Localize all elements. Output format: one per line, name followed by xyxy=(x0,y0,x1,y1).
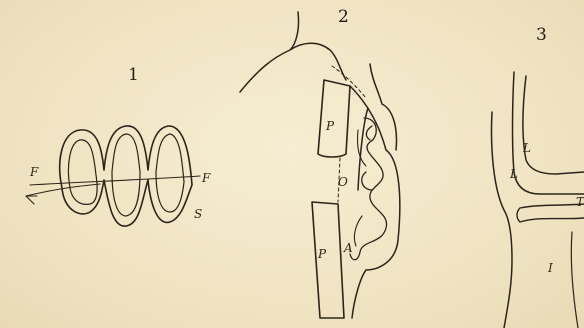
fig3-t-band xyxy=(517,204,584,222)
figure-3-number: 3 xyxy=(536,25,547,45)
figure-1: 1 F F S xyxy=(26,65,211,226)
fig1-arrow-icon xyxy=(26,196,37,204)
fig2-label-p-top: P xyxy=(325,119,335,133)
fig1-thread xyxy=(30,176,200,185)
fig3-lower-wall xyxy=(571,232,578,328)
fig2-stalk xyxy=(240,12,346,92)
fig2-duct-inner xyxy=(354,130,366,246)
fig1-tube-inner xyxy=(68,134,184,216)
fig2-label-o: O xyxy=(338,175,348,189)
fig2-capsule-wall xyxy=(350,64,400,318)
fig3-left-wall xyxy=(492,112,513,328)
fig1-label-s: S xyxy=(194,207,202,221)
figure-2-number: 2 xyxy=(338,7,349,27)
figure-3: 3 L L T I xyxy=(492,25,584,328)
figure-2: 2 P O P A xyxy=(240,7,400,318)
fig3-channel-wall xyxy=(523,76,584,174)
fig3-label-t: T xyxy=(576,195,584,209)
fig3-label-l-mid: L xyxy=(509,167,518,181)
fig3-label-l-top: L xyxy=(522,141,531,155)
fig2-label-p-bottom: P xyxy=(317,247,327,261)
fig1-label-right-f: F xyxy=(201,171,211,185)
fig2-label-a: A xyxy=(343,241,353,255)
fig1-label-left-f: F xyxy=(29,165,39,179)
figure-1-number: 1 xyxy=(128,65,139,85)
fig2-block-lower xyxy=(312,202,344,318)
fig3-label-i: I xyxy=(547,261,553,275)
fig2-coiled-duct xyxy=(350,118,387,260)
